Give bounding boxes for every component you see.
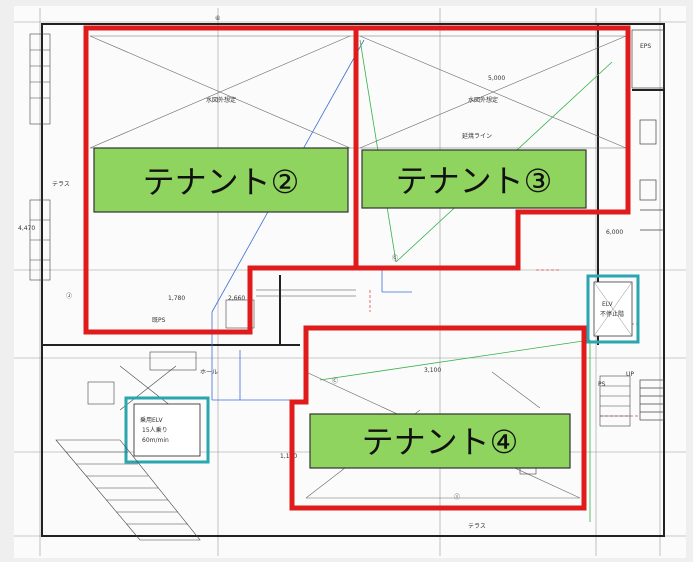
dimension-4470: 4,470 xyxy=(18,225,35,232)
tenant-3-outline xyxy=(353,25,631,271)
tenant-label-3-text: テナント③ xyxy=(396,162,553,200)
right-stair xyxy=(599,375,631,427)
axis-mark-bottom: Ⓘ xyxy=(454,493,460,501)
left-bay-details xyxy=(29,33,51,281)
tenant-label-4: テナント④ xyxy=(309,413,571,469)
tenant-4-outline xyxy=(289,325,587,511)
note-ps-left: 既PS xyxy=(152,317,166,324)
dimension-1780: 1,780 xyxy=(168,295,185,302)
note-ps-right: PS xyxy=(598,381,606,388)
elevator-left-speed: 60m/min xyxy=(142,437,169,444)
dimension-1110: 1,110 xyxy=(280,453,297,460)
tenant-label-2-text: テナント② xyxy=(143,163,300,201)
dimension-3100: 3,100 xyxy=(424,367,441,374)
note-terrace-left: テラス xyxy=(52,181,70,188)
elevator-right-note: 不停止階 xyxy=(600,310,624,318)
tenant-label-4-text: テナント④ xyxy=(362,423,519,461)
axis-mark-c1: Ⓒ xyxy=(392,254,398,262)
note-hall: ホール xyxy=(200,369,218,376)
elevator-right-name: ELV xyxy=(602,301,613,308)
annotations: EPS 水図外想定 水図外想定 延焼ライン ホール テラス テラス UP 既PS… xyxy=(18,43,651,530)
axis-marks: ⑥ Ⓙ Ⓘ Ⓒ Ⓒ xyxy=(66,15,460,501)
note-line: 延焼ライン xyxy=(462,132,492,140)
tenant-label-3: テナント③ xyxy=(361,149,587,209)
axis-mark-left: Ⓙ xyxy=(66,292,72,300)
right-column-details xyxy=(631,29,665,421)
elevator-right: ELV 不停止階 xyxy=(586,274,640,344)
room-eps: EPS xyxy=(640,43,651,50)
tenant-label-2: テナント② xyxy=(93,147,349,213)
dimension-6000: 6,000 xyxy=(606,229,623,236)
axis-mark-c2: Ⓒ xyxy=(332,377,338,385)
elevator-left-name: 乗用ELV xyxy=(140,417,163,424)
note-water-right: 水図外想定 xyxy=(468,96,498,104)
dimension-2660: 2,660 xyxy=(228,295,245,302)
dimension-5000: 5,000 xyxy=(488,75,505,82)
note-water-left: 水図外想定 xyxy=(206,96,236,104)
note-up: UP xyxy=(626,371,634,378)
elevator-left-capacity: 15人乗り xyxy=(142,427,168,434)
tenant-outlines xyxy=(83,25,631,511)
note-terrace-bottom: テラス xyxy=(468,523,486,530)
elevator-left: 乗用ELV 15人乗り 60m/min xyxy=(124,396,210,464)
axis-mark-top: ⑥ xyxy=(215,15,220,22)
staircase xyxy=(55,439,201,541)
